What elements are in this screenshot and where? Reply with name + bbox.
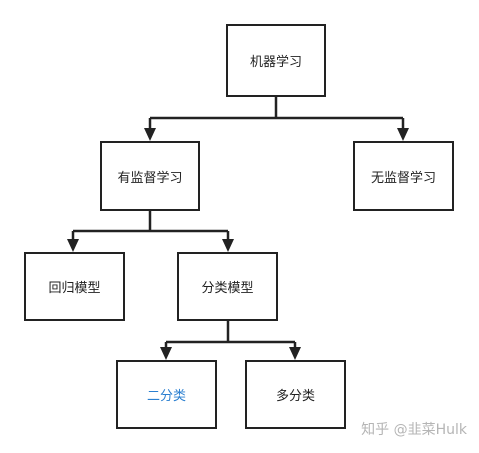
arrowhead-regression — [67, 239, 79, 252]
node-unsupervised-learning: 无监督学习 — [353, 141, 454, 211]
arrowhead-unsupervised — [397, 128, 409, 141]
arrowhead-classification — [222, 239, 234, 252]
node-multiclass-classification: 多分类 — [245, 360, 346, 429]
arrowhead-binary — [160, 347, 172, 360]
node-machine-learning: 机器学习 — [226, 24, 326, 97]
node-classification-model: 分类模型 — [177, 252, 278, 321]
arrowhead-supervised — [144, 128, 156, 141]
node-regression-model: 回归模型 — [24, 252, 125, 321]
node-binary-classification: 二分类 — [116, 360, 217, 429]
node-supervised-learning: 有监督学习 — [100, 141, 200, 211]
arrowhead-multiclass — [289, 347, 301, 360]
watermark: 知乎 @韭菜Hulk — [361, 422, 467, 438]
